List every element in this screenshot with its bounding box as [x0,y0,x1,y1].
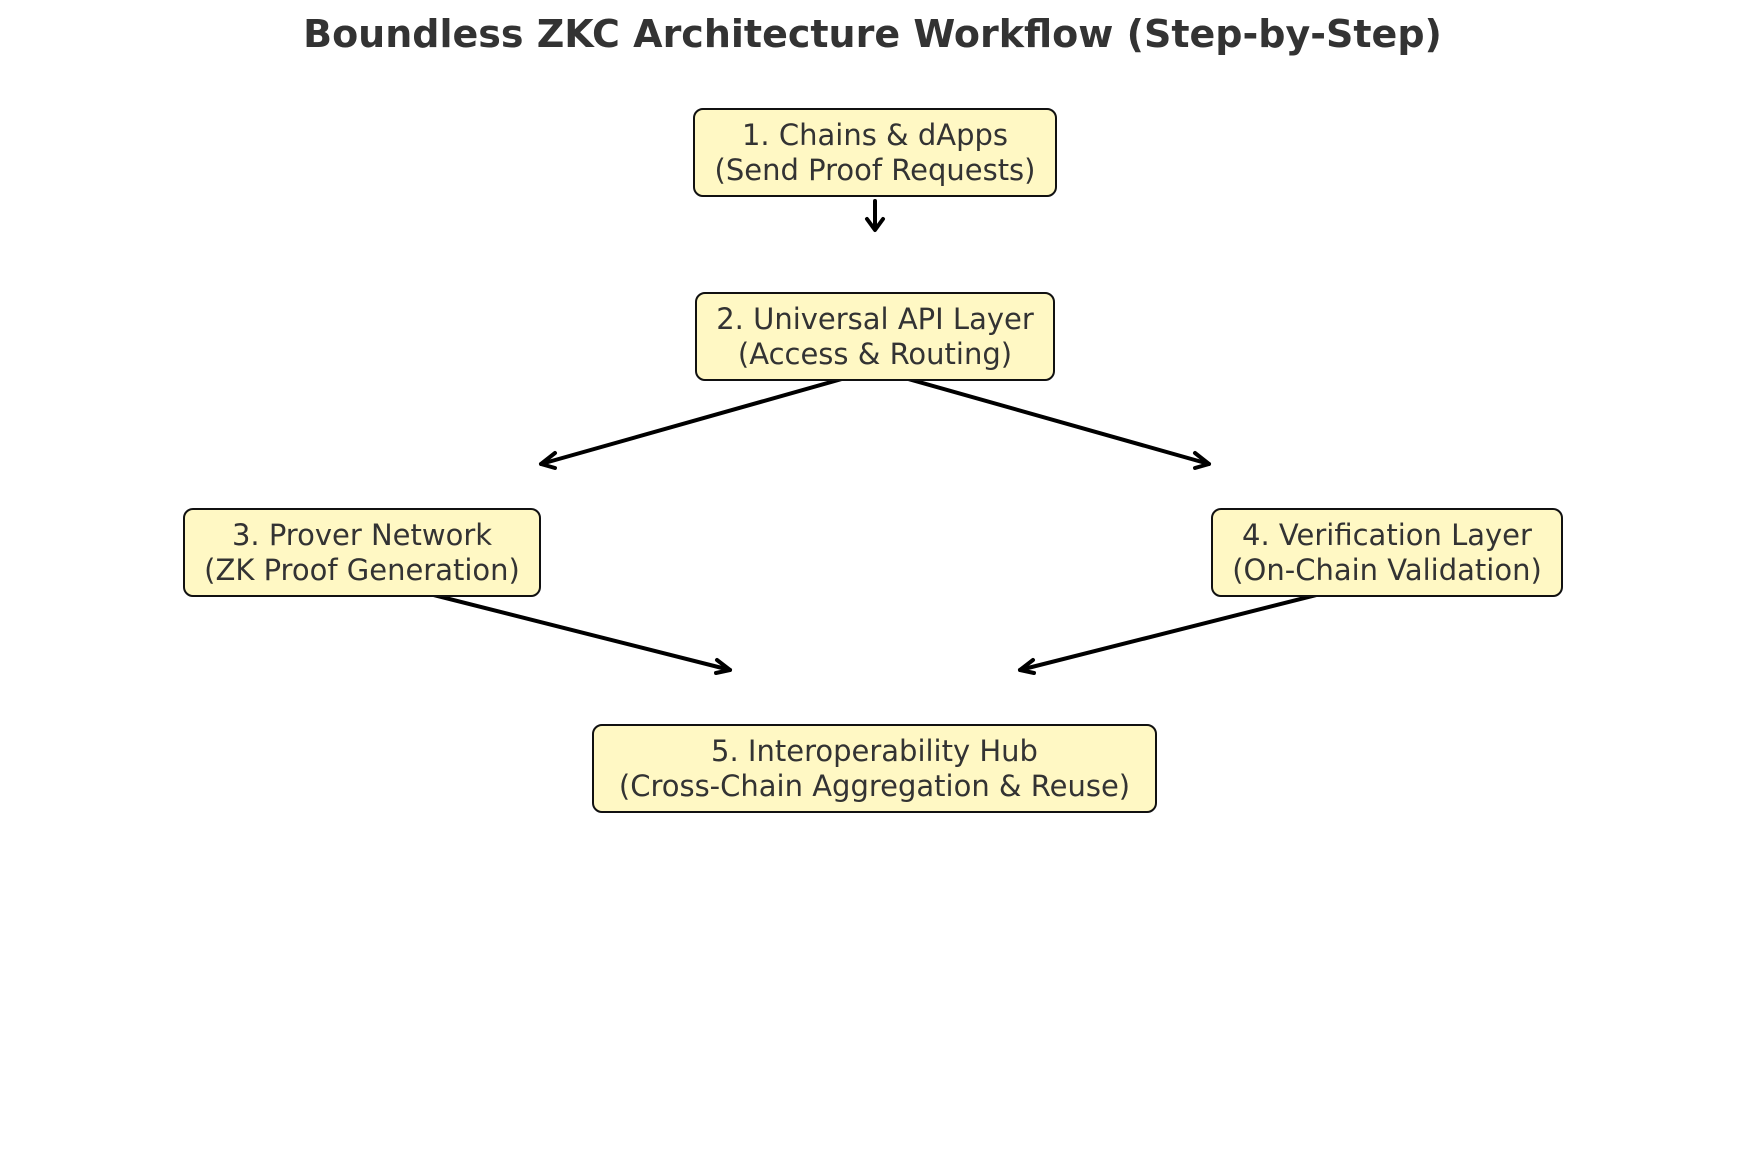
node-label: 2. Universal API Layer [716,301,1034,336]
node-sublabel: (Access & Routing) [737,336,1013,371]
node-prover-network: 3. Prover Network (ZK Proof Generation) [183,508,541,597]
node-interoperability-hub: 5. Interoperability Hub (Cross-Chain Agg… [592,724,1157,813]
node-label: 3. Prover Network [231,517,493,552]
node-sublabel: (ZK Proof Generation) [204,552,520,587]
node-sublabel: (Cross-Chain Aggregation & Reuse) [618,768,1131,803]
node-chains-dapps: 1. Chains & dApps (Send Proof Requests) [693,108,1057,197]
node-label: 5. Interoperability Hub [711,733,1038,768]
node-label: 4. Verification Layer [1242,517,1532,552]
arrow-n1-to-n2 [865,199,885,232]
arrow-n2-to-n3 [539,369,872,470]
node-verification-layer: 4. Verification Layer (On-Chain Validati… [1211,508,1563,597]
arrow-n2-to-n4 [878,369,1211,470]
node-sublabel: (Send Proof Requests) [714,152,1036,187]
node-universal-api-layer: 2. Universal API Layer (Access & Routing… [695,292,1055,381]
node-sublabel: (On-Chain Validation) [1232,552,1542,587]
diagram-title: Boundless ZKC Architecture Workflow (Ste… [303,12,1442,56]
arrow-n3-to-n5 [400,585,732,675]
arrow-n4-to-n5 [1018,585,1350,675]
node-label: 1. Chains & dApps [741,117,1009,152]
